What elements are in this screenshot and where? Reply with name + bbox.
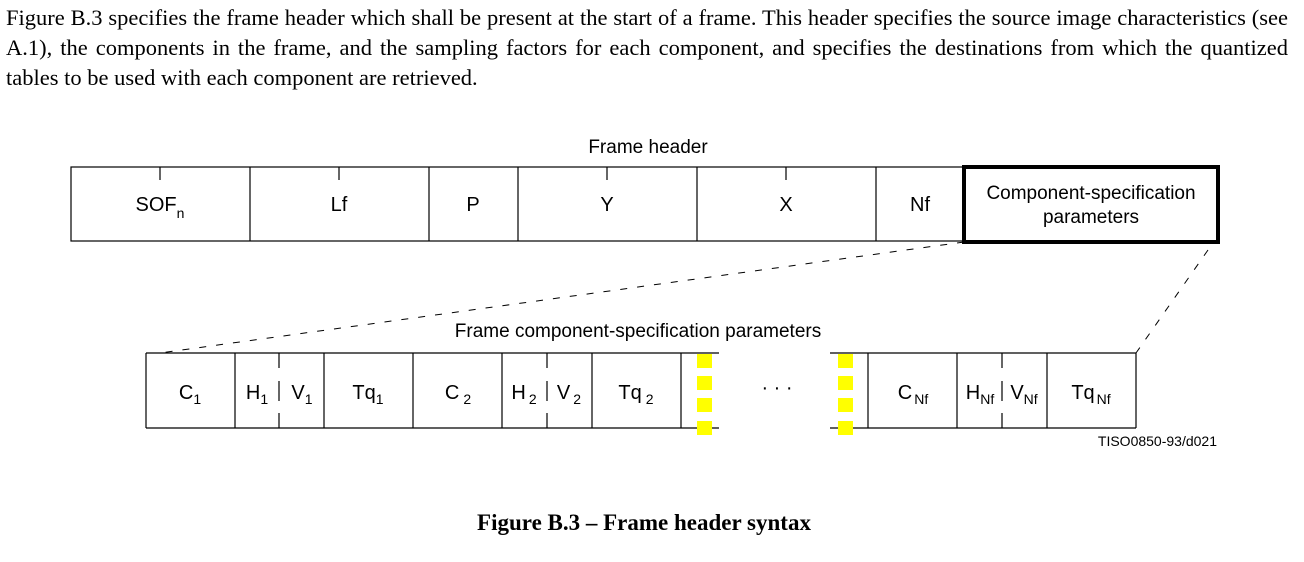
component-spec-box (962, 165, 1220, 244)
field-c1: C1 (179, 382, 201, 407)
field-v1: V1 (291, 382, 312, 407)
field-h1: H1 (246, 382, 268, 407)
field-y: Y (600, 194, 613, 216)
field-nf: Nf (910, 194, 930, 216)
marker-square (838, 376, 853, 390)
marker-square (838, 421, 853, 435)
field-tq1: Tq1 (352, 382, 383, 407)
field-sofn: SOFn (136, 194, 185, 221)
component-spec-box-line1: Component-specification (986, 183, 1195, 204)
intro-paragraph: Figure B.3 specifies the frame header wh… (6, 3, 1288, 93)
continuation-marker-left (697, 354, 712, 435)
field-hnf: HNf (966, 382, 995, 407)
marker-square (838, 354, 853, 368)
field-vnf: VNf (1010, 382, 1037, 407)
marker-square (697, 398, 712, 412)
marker-square (838, 398, 853, 412)
figure-id: TISO0850-93/d021 (1098, 433, 1217, 449)
intro-paragraph-text: Figure B.3 specifies the frame header wh… (6, 5, 1288, 90)
marker-square (697, 376, 712, 390)
component-row (145, 352, 1137, 429)
frame-header-row (70, 166, 965, 242)
ellipsis: · · · (761, 377, 792, 399)
marker-square (697, 354, 712, 368)
field-x: X (779, 194, 792, 216)
frame-header-title: Frame header (588, 137, 708, 158)
component-spec-title: Frame component-specification parameters (455, 321, 821, 342)
marker-square (697, 421, 712, 435)
field-p: P (466, 194, 479, 216)
continuation-marker-right (838, 354, 853, 435)
field-lf: Lf (331, 194, 348, 216)
expansion-line-right (1135, 249, 1209, 354)
component-spec-box-line2: parameters (1043, 207, 1139, 228)
figure-caption: Figure B.3 – Frame header syntax (477, 510, 811, 535)
